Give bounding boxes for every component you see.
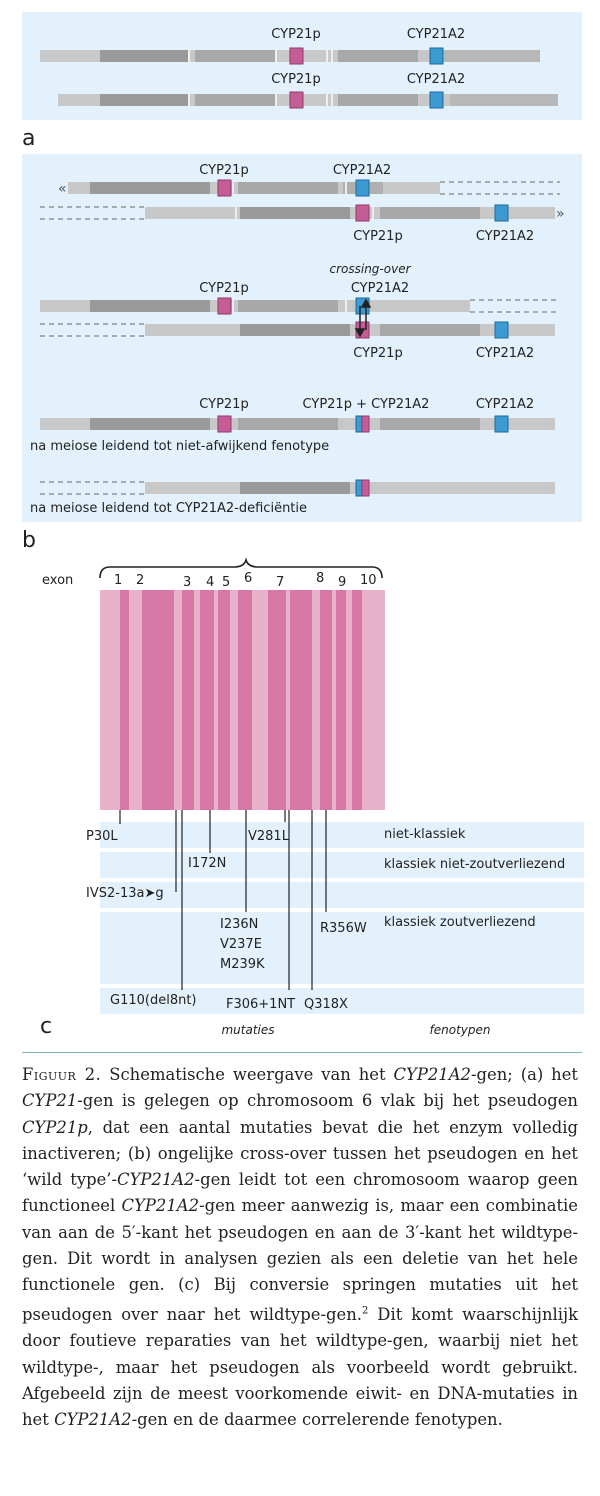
phenotype-bands — [100, 822, 584, 1014]
exon-number-6: 6 — [244, 571, 252, 586]
mutation-lines — [119, 810, 327, 990]
mutation-q318x: Q318X — [304, 997, 348, 1012]
caption-segment: -gen meer aanwezig is, maar een combinat… — [22, 1196, 578, 1325]
caption-segment: CYP21A2 — [54, 1410, 132, 1430]
label-b4-gene: CYP21A2 — [476, 346, 534, 361]
caption-segment: Dit komt waarschijnlijk door foutieve re… — [22, 1305, 579, 1430]
exon-number-7: 7 — [276, 575, 284, 590]
mutation-f306: F306+1NT — [226, 997, 295, 1012]
panel-c-letter: c — [40, 1014, 53, 1039]
caption-segment: -gen; (a) het — [470, 1065, 579, 1084]
gene-map — [100, 590, 385, 810]
chromosome-b1 — [68, 179, 560, 197]
label-cyp21a2-a2: CYP21A2 — [407, 72, 465, 87]
label-result-pseudo: CYP21p — [199, 397, 248, 412]
exon-number-4: 4 — [206, 575, 214, 590]
exon-word: exon — [42, 573, 73, 588]
caption-segment: CYP21p — [22, 1117, 88, 1137]
exon-number-9: 9 — [338, 575, 346, 590]
caption-segment: CYP21A2 — [117, 1170, 195, 1190]
chromosome-result-deficient — [40, 479, 555, 497]
caption-head: Figuur 2. — [22, 1065, 102, 1084]
exon-number-10: 10 — [360, 573, 377, 588]
mutation-i236n: I236N — [220, 917, 258, 932]
exon-number-1: 1 — [114, 573, 122, 588]
label-result-gene: CYP21A2 — [476, 397, 534, 412]
caption-segment: -gen leidt tot een chromosoom waarop gee… — [22, 1170, 578, 1216]
exon-number-5: 5 — [222, 575, 230, 590]
panel-c-diagram: exon 1 2 3 4 5 6 7 8 9 10 — [42, 557, 584, 1037]
mutation-p30l: P30L — [86, 829, 118, 844]
mutation-g110: G110(del8nt) — [110, 993, 197, 1008]
phenotype-non-classic: niet-klassiek — [384, 827, 466, 842]
label-b2-pseudo: CYP21p — [353, 229, 402, 244]
caption-body: Schematische weergave van het CYP21A2-ge… — [22, 1065, 578, 1429]
mutation-r356w: R356W — [320, 921, 367, 936]
panel-a-diagram: CYP21p CYP21A2 CYP21p CYP21A2 — [40, 27, 558, 109]
panel-b-diagram: « CYP21p CYP21A2 » CYP21p CYP21A2 crossi… — [30, 163, 565, 516]
exon-number-3: 3 — [183, 575, 191, 590]
label-b1-pseudo: CYP21p — [199, 163, 248, 178]
caption-segment: CYP21A2 — [393, 1065, 471, 1084]
panel-b-letter: b — [22, 528, 36, 553]
caption-segment: 2 — [362, 1305, 369, 1317]
label-b4-pseudo: CYP21p — [353, 346, 402, 361]
phenotype-classic-simple: klassiek niet-zoutverliezend — [384, 857, 565, 872]
footer-phenotypes: fenotypen — [430, 1023, 491, 1037]
mutation-m239k: M239K — [220, 957, 265, 972]
chromosome-result-normal — [40, 415, 555, 433]
chromosome-b2 — [40, 204, 555, 222]
result-deficient-caption: na meiose leidend tot CYP21A2-deficiënti… — [30, 501, 307, 516]
caption-divider — [22, 1052, 582, 1053]
result-normal-caption: na meiose leidend tot niet-afwijkend fen… — [30, 439, 329, 454]
label-b1-gene: CYP21A2 — [333, 163, 391, 178]
left-arrowhead-icon: « — [58, 181, 67, 197]
mutation-v281l: V281L — [248, 829, 290, 844]
label-cyp21p-a1: CYP21p — [271, 27, 320, 42]
caption-segment: Schematische weergave van het — [101, 1065, 394, 1084]
crossover-arrows-icon — [354, 298, 372, 338]
pseudogene-box — [289, 47, 304, 65]
chromosome-b3 — [40, 297, 560, 315]
label-cyp21a2-a1: CYP21A2 — [407, 27, 465, 42]
chromosome-a1 — [40, 47, 540, 65]
caption-segment: , dat een aantal mutaties bevat die het … — [22, 1117, 578, 1190]
label-cyp21p-a2: CYP21p — [271, 72, 320, 87]
label-result-combo: CYP21p + CYP21A2 — [303, 397, 430, 412]
phenotype-classic-salt: klassiek zoutverliezend — [384, 915, 536, 930]
exon-number-8: 8 — [316, 571, 324, 586]
caption-segment: -gen is gelegen op chromosoom 6 vlak bij… — [77, 1091, 578, 1111]
label-b2-gene: CYP21A2 — [476, 229, 534, 244]
chromosome-a2 — [58, 91, 558, 109]
exon-numbers: 1 2 3 4 5 6 7 8 9 10 — [114, 571, 377, 590]
label-b3-pseudo: CYP21p — [199, 281, 248, 296]
crossing-over-note: crossing-over — [329, 262, 411, 276]
right-arrowhead-icon: » — [556, 206, 565, 222]
panel-a-letter: a — [22, 126, 36, 151]
exon-brace — [99, 557, 383, 579]
figure-caption: Figuur 2. Schematische weergave van het … — [22, 1062, 578, 1434]
mutation-v237e: V237E — [220, 937, 262, 952]
footer-mutations: mutaties — [221, 1023, 274, 1037]
caption-segment: CYP21 — [22, 1091, 78, 1111]
label-b3-gene: CYP21A2 — [351, 281, 409, 296]
mutation-ivs2: IVS2-13a➤g — [86, 886, 164, 901]
mutation-i172n: I172N — [188, 856, 226, 871]
exon-number-2: 2 — [136, 573, 144, 588]
caption-segment: CYP21A2 — [121, 1196, 200, 1216]
gene-box — [429, 47, 444, 65]
caption-segment: -gen en de daarmee correlerende fenotype… — [131, 1410, 503, 1430]
